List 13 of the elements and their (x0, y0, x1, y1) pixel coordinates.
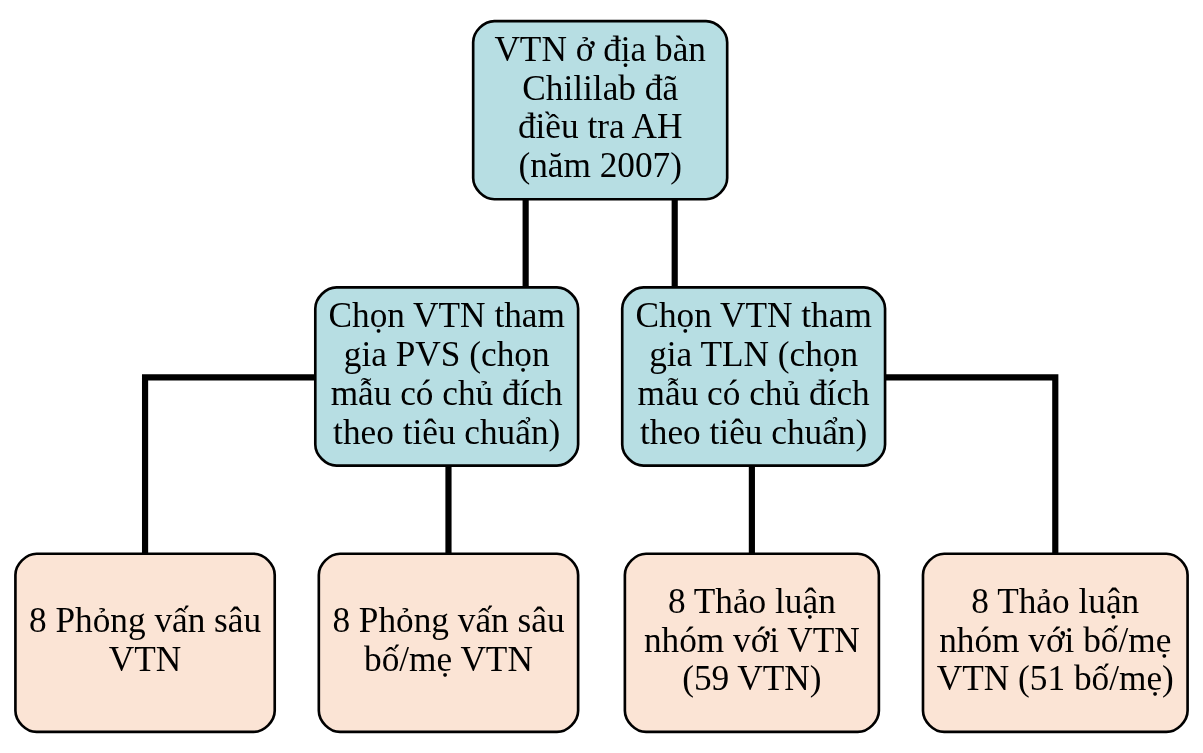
connector (445, 465, 452, 554)
node-box: 8 Phỏng vấn sâu VTN (14, 552, 277, 734)
node-box: Chọn VTN tham gia TLN (chọn mẫu có chủ đích theo tiêu chuẩn) (620, 286, 887, 467)
connector (885, 374, 1059, 554)
node-box: Chọn VTN tham gia PVS (chọn mẫu có chủ đích theo tiêu chuẩn) (313, 286, 580, 467)
node-box: VTN ở địa bàn Chililab đã điều tra AH (năm 2007) (471, 19, 729, 201)
connector (522, 199, 529, 288)
connector (671, 199, 678, 288)
node-box: 8 Thảo luận nhóm với bố/mẹ VTN (51 bố/mẹ) (921, 552, 1189, 734)
connector (748, 465, 755, 554)
node-box: 8 Phỏng vấn sâu bố/mẹ VTN (317, 552, 580, 734)
node-box: 8 Thảo luận nhóm với VTN (59 VTN) (623, 552, 881, 734)
connector (142, 374, 316, 554)
